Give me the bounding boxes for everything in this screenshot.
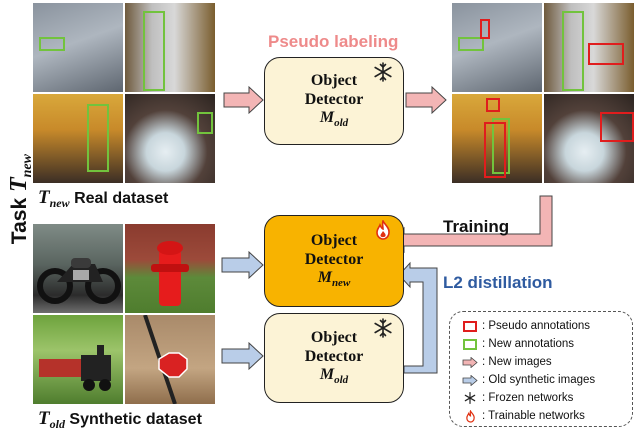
legend-item: : New annotations — [462, 338, 574, 350]
new-annotation-box — [39, 37, 65, 51]
flame-icon — [462, 409, 478, 423]
image-stop-sign — [125, 315, 215, 404]
pink-arrow-icon — [462, 356, 478, 368]
real-dataset-grid — [33, 3, 215, 183]
new-annotation-box — [562, 11, 584, 91]
legend-item: : Pseudo annotations — [462, 320, 590, 332]
pseudo-labeling-label: Pseudo labeling — [268, 32, 399, 51]
flame-icon — [376, 220, 390, 240]
new-annotation-box — [492, 118, 510, 174]
snowflake-icon — [462, 392, 478, 404]
stop-sign-shape — [143, 315, 188, 404]
pseudo-annotation-box — [480, 19, 490, 39]
green-square-icon — [462, 338, 478, 350]
synthetic-dataset-grid — [33, 224, 215, 404]
arrow-old-images-1 — [221, 250, 264, 280]
pseudo-annotation-box — [486, 98, 500, 112]
legend-item: : Old synthetic images — [462, 374, 595, 386]
snowflake-icon — [374, 62, 392, 82]
image-vase — [125, 94, 215, 183]
image-vase — [544, 94, 634, 183]
detector-old-bottom: Object Detector Mold — [264, 313, 404, 403]
real-dataset-caption: Tnew Real dataset — [38, 187, 169, 211]
new-annotation-box — [197, 112, 213, 134]
legend-item: : New images — [462, 356, 552, 368]
image-motorcycle — [33, 224, 123, 313]
new-annotation-box — [458, 37, 484, 51]
arrow-new-images-2 — [405, 85, 447, 115]
pseudo-annotation-box — [588, 43, 624, 65]
new-annotation-box — [87, 104, 109, 172]
image-bathroom — [33, 3, 123, 92]
red-square-icon — [462, 320, 478, 332]
pseudo-annotation-box — [600, 112, 634, 142]
synthetic-dataset-caption: Told Synthetic dataset — [38, 408, 202, 432]
image-kitchen — [33, 94, 123, 183]
pseudo-annotation-box — [484, 122, 506, 178]
detector-old-top: Object Detector Mold — [264, 57, 404, 145]
motorcycle-shape — [37, 258, 121, 304]
legend-item: : Trainable networks — [462, 409, 585, 423]
pseudo-labeled-grid — [452, 3, 634, 183]
image-kitchen — [452, 94, 542, 183]
snowflake-icon — [374, 318, 392, 338]
arrow-new-images-1 — [223, 85, 264, 115]
image-hydrant — [125, 224, 215, 313]
train-shape — [39, 345, 111, 391]
arrow-old-images-2 — [221, 341, 264, 371]
legend: : Pseudo annotations : New annotations :… — [449, 311, 633, 427]
hydrant-shape — [151, 241, 189, 306]
blue-arrow-icon — [462, 374, 478, 386]
legend-item: : Frozen networks — [462, 392, 573, 404]
l2-distillation-label: L2 distillation — [443, 273, 553, 292]
arrow-distillation — [398, 261, 438, 374]
training-label: Training — [443, 217, 510, 236]
image-train — [33, 315, 123, 404]
image-bathroom — [452, 3, 542, 92]
image-fridge — [544, 3, 634, 92]
image-fridge — [125, 3, 215, 92]
new-annotation-box — [143, 11, 165, 91]
